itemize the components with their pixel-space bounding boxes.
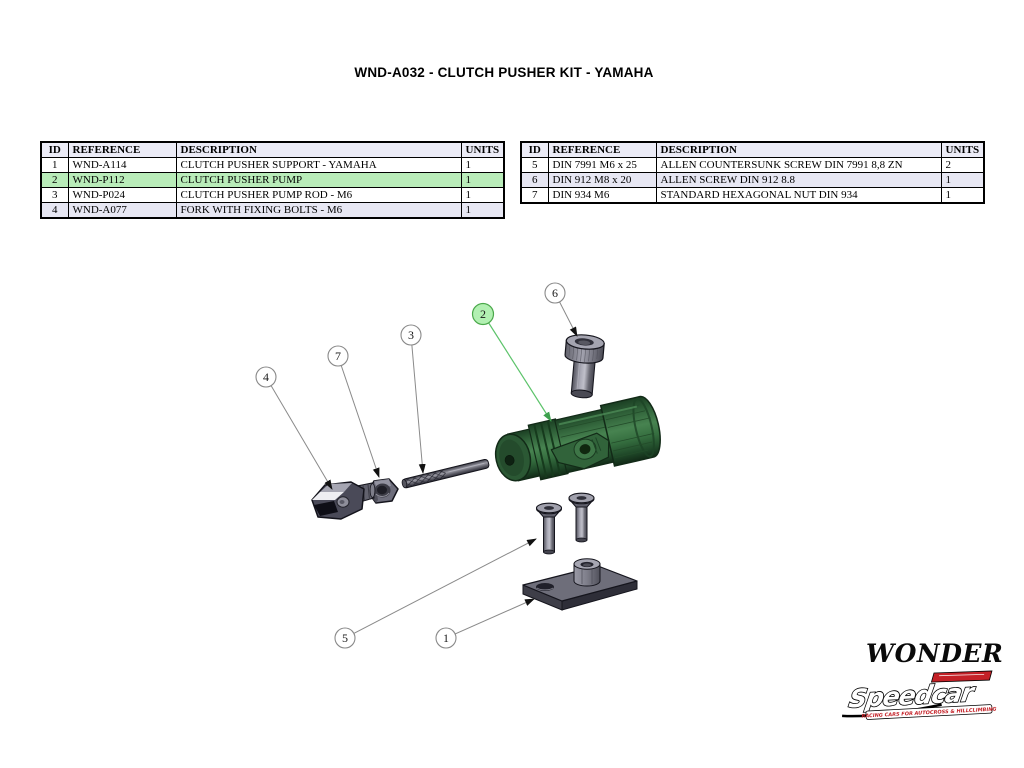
callout-3: 3 <box>400 324 422 346</box>
cell-reference: WND-P024 <box>67 187 177 203</box>
cell-description: FORK WITH FIXING BOLTS - M6 <box>175 202 462 219</box>
part-fork <box>311 481 376 520</box>
bom-row-2-highlighted: 2 WND-P112 CLUTCH PUSHER PUMP 1 <box>40 172 505 188</box>
svg-text:6: 6 <box>552 286 558 300</box>
svg-text:3: 3 <box>408 328 414 342</box>
callout-5: 5 <box>334 627 356 649</box>
cell-description: STANDARD HEXAGONAL NUT DIN 934 <box>655 187 942 204</box>
part-support-plate <box>522 558 638 611</box>
speedcar-logo: Speedcar RACING CARS FOR AUTOCROSS & HIL… <box>842 670 997 720</box>
cell-reference: WND-A077 <box>67 202 177 219</box>
cell-reference: DIN 934 M6 <box>547 187 657 204</box>
leader-line-4 <box>265 376 333 490</box>
col-header-reference: REFERENCE <box>67 141 177 158</box>
cell-id: 3 <box>40 187 69 203</box>
cell-reference: WND-A114 <box>67 157 177 173</box>
svg-text:4: 4 <box>263 370 269 384</box>
wonder-logo-text: WONDER <box>866 639 1003 668</box>
bom-header-row: ID REFERENCE DESCRIPTION UNITS <box>40 141 505 158</box>
col-header-reference: REFERENCE <box>547 141 657 158</box>
svg-text:5: 5 <box>342 631 348 645</box>
callout-2-highlighted: 2 <box>471 302 495 326</box>
leader-line-7 <box>337 355 380 478</box>
bom-row-3: 3 WND-P024 CLUTCH PUSHER PUMP ROD - M6 1 <box>40 187 505 203</box>
col-header-units: UNITS <box>940 141 985 158</box>
bom-row-6: 6 DIN 912 M8 x 20 ALLEN SCREW DIN 912 8.… <box>520 172 985 188</box>
part-allen-screw <box>564 334 605 399</box>
svg-text:2: 2 <box>480 307 486 321</box>
bom-table-right: ID REFERENCE DESCRIPTION UNITS 5 DIN 799… <box>520 141 985 204</box>
leader-line-5 <box>344 538 537 639</box>
cell-units: 1 <box>460 202 505 219</box>
part-countersunk-screws <box>535 492 595 555</box>
cell-units: 1 <box>460 172 505 188</box>
leader-line-1 <box>445 598 535 639</box>
cell-units: 1 <box>460 187 505 203</box>
bom-row-7: 7 DIN 934 M6 STANDARD HEXAGONAL NUT DIN … <box>520 187 985 204</box>
cell-units: 1 <box>940 187 985 204</box>
speedcar-red-bar <box>930 670 993 683</box>
col-header-id: ID <box>520 141 549 158</box>
leader-line-3 <box>410 334 426 474</box>
part-clutch-pusher-pump <box>494 395 661 482</box>
cell-reference: WND-P112 <box>67 172 177 188</box>
cell-description: ALLEN SCREW DIN 912 8.8 <box>655 172 942 188</box>
cell-description: CLUTCH PUSHER PUMP ROD - M6 <box>175 187 462 203</box>
callout-7: 7 <box>327 345 349 367</box>
bom-header-row: ID REFERENCE DESCRIPTION UNITS <box>520 141 985 158</box>
callout-1: 1 <box>435 627 457 649</box>
col-header-units: UNITS <box>460 141 505 158</box>
cell-id: 4 <box>40 202 69 219</box>
part-pump-rod <box>401 458 490 489</box>
svg-text:1: 1 <box>443 631 449 645</box>
bom-row-4: 4 WND-A077 FORK WITH FIXING BOLTS - M6 1 <box>40 202 505 219</box>
wonder-logo: WONDER <box>866 639 1003 668</box>
svg-text:7: 7 <box>335 349 341 363</box>
leader-line-2-highlighted <box>482 313 552 422</box>
page-title: WND-A032 - CLUTCH PUSHER KIT - YAMAHA <box>354 65 654 80</box>
callout-6: 6 <box>544 282 566 304</box>
bom-table-left: ID REFERENCE DESCRIPTION UNITS 1 WND-A11… <box>40 141 505 219</box>
callout-4: 4 <box>255 366 277 388</box>
col-header-description: DESCRIPTION <box>655 141 942 158</box>
cell-units: 1 <box>940 172 985 188</box>
